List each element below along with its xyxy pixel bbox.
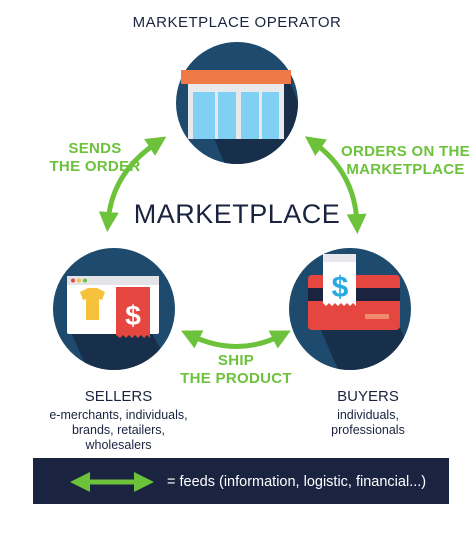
legend-text: = feeds (information, logistic, financia… bbox=[167, 474, 427, 490]
buyers-desc-1: individuals, bbox=[337, 408, 399, 422]
sellers-title: SELLERS bbox=[84, 388, 153, 405]
arrow-sends-order bbox=[98, 136, 167, 232]
marketplace-operator-title: MARKETPLACE OPERATOR bbox=[132, 14, 342, 31]
orders-on-marketplace-label: ORDERS ON THE MARKETPLACE bbox=[341, 143, 470, 178]
svg-text:$: $ bbox=[332, 271, 349, 304]
buyers-node: $ bbox=[289, 248, 411, 370]
sellers-caption: SELLERS e-merchants, individuals, brands… bbox=[16, 388, 221, 453]
shop-window-icon: $ bbox=[67, 276, 159, 338]
sellers-desc-3: wholesalers bbox=[85, 438, 152, 452]
buyers-title: BUYERS bbox=[337, 388, 399, 405]
sellers-node: $ bbox=[53, 248, 175, 370]
ship-the-product-label: SHIP THE PRODUCT bbox=[180, 352, 292, 387]
card-receipt-icon: $ bbox=[308, 254, 400, 330]
buyers-caption: BUYERS individuals, professionals bbox=[298, 388, 438, 438]
sellers-desc-2: brands, retailers, bbox=[71, 423, 166, 437]
operator-node bbox=[176, 42, 298, 164]
sellers-desc-1: e-merchants, individuals, bbox=[49, 408, 188, 422]
arrow-ship-product bbox=[181, 330, 291, 349]
storefront-icon bbox=[181, 70, 291, 139]
svg-text:$: $ bbox=[125, 300, 141, 331]
buyers-desc-2: professionals bbox=[331, 423, 405, 437]
arrow-orders-marketplace bbox=[304, 136, 367, 234]
